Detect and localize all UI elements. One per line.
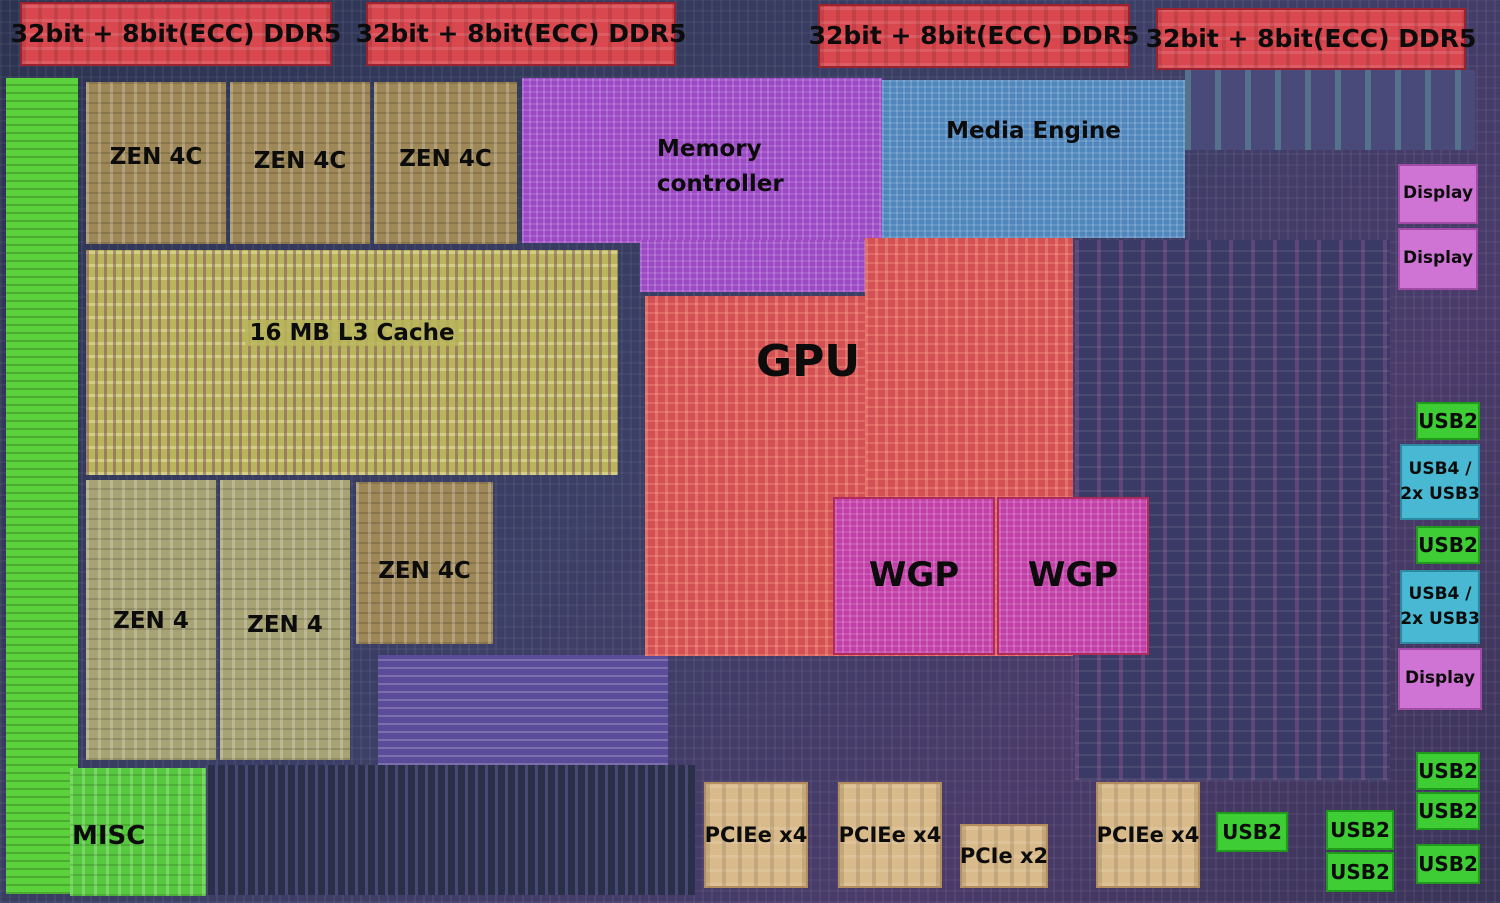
ddr5-label-3: 32bit + 8bit(ECC) DDR5 <box>808 20 1140 50</box>
usb2-port-5: USB2 <box>1416 844 1480 884</box>
pcie-x4-label-3: PCIEe x4 <box>1096 822 1200 847</box>
usb2-label-5: USB2 <box>1418 851 1478 876</box>
fabric-region <box>378 655 668 765</box>
usb2-port-3: USB2 <box>1416 752 1480 790</box>
usb2-port-6: USB2 <box>1326 810 1394 850</box>
zen4-core-2: ZEN 4 <box>220 480 350 760</box>
usb4-port-2: USB4 / 2x USB3 <box>1400 570 1480 644</box>
zen4c-core-3: ZEN 4C <box>374 82 517 244</box>
wgp-2: WGP <box>997 497 1149 655</box>
usb2-label-6: USB2 <box>1330 817 1390 842</box>
usb2-port-4: USB2 <box>1416 792 1480 830</box>
pcie-x2: PCIe x2 <box>960 824 1048 888</box>
zen4c-label-4: ZEN 4C <box>378 558 471 584</box>
pcie-x4-3: PCIEe x4 <box>1096 782 1200 888</box>
ddr5-interface-1: 32bit + 8bit(ECC) DDR5 <box>11 2 341 66</box>
usb4-label-2: USB4 / 2x USB3 <box>1400 583 1480 630</box>
usb2-label-2: USB2 <box>1418 532 1478 557</box>
ddr5-label-2: 32bit + 8bit(ECC) DDR5 <box>355 18 687 48</box>
usb4-port-1: USB4 / 2x USB3 <box>1400 444 1480 520</box>
gpu-block-upper <box>865 238 1073 498</box>
media-engine: Media Engine <box>882 80 1185 238</box>
usb2-label-8: USB2 <box>1222 819 1282 844</box>
usb2-label-4: USB2 <box>1418 798 1478 823</box>
zen4c-core-4: ZEN 4C <box>356 482 493 644</box>
wgp-label-2: WGP <box>1027 555 1119 596</box>
wgp-1: WGP <box>833 497 995 655</box>
pcie-x2-label: PCIe x2 <box>959 843 1049 868</box>
zen4-label-1: ZEN 4 <box>113 608 189 634</box>
top-right-io <box>1185 70 1475 150</box>
memory-controller-lower <box>640 240 865 292</box>
usb2-port-7: USB2 <box>1326 852 1394 892</box>
ddr5-label-4: 32bit + 8bit(ECC) DDR5 <box>1145 23 1477 53</box>
ddr5-label-1: 32bit + 8bit(ECC) DDR5 <box>10 18 342 48</box>
left-io-ring <box>6 78 78 894</box>
zen4c-core-2: ZEN 4C <box>230 82 370 244</box>
memory-controller-label: Memory controller <box>657 136 784 197</box>
zen4-core-1: ZEN 4 <box>86 480 216 760</box>
usb2-label-7: USB2 <box>1330 859 1390 884</box>
ddr5-interface-3: 32bit + 8bit(ECC) DDR5 <box>809 4 1139 68</box>
usb2-label-1: USB2 <box>1418 408 1478 433</box>
media-engine-label: Media Engine <box>946 118 1121 144</box>
display-label-3: Display <box>1404 668 1476 689</box>
pcie-x4-label-1: PCIEe x4 <box>704 822 808 847</box>
misc-label: MISC <box>72 821 146 852</box>
ddr5-interface-2: 32bit + 8bit(ECC) DDR5 <box>356 2 686 66</box>
display-3: Display <box>1398 648 1482 710</box>
usb2-port-2: USB2 <box>1416 526 1480 564</box>
ddr5-interface-4: 32bit + 8bit(ECC) DDR5 <box>1146 8 1476 70</box>
zen4c-label-2: ZEN 4C <box>253 148 347 174</box>
zen4c-label-1: ZEN 4C <box>109 144 203 170</box>
wgp-label-1: WGP <box>868 555 960 596</box>
pcie-x4-2: PCIEe x4 <box>838 782 942 888</box>
gpu-label: GPU <box>756 336 861 387</box>
zen4c-label-3: ZEN 4C <box>399 146 492 172</box>
display-1: Display <box>1398 164 1478 224</box>
display-label-1: Display <box>1402 183 1474 204</box>
misc-block: MISC <box>70 768 206 896</box>
pcie-x4-label-2: PCIEe x4 <box>838 822 942 847</box>
zen4-label-2: ZEN 4 <box>247 612 323 638</box>
usb4-label-1: USB4 / 2x USB3 <box>1400 458 1480 505</box>
display-2: Display <box>1398 228 1478 290</box>
usb2-port-1: USB2 <box>1416 402 1480 440</box>
display-label-2: Display <box>1402 248 1474 269</box>
l3-cache-label: 16 MB L3 Cache <box>245 320 459 347</box>
bottom-io-area <box>205 765 695 895</box>
usb2-label-3: USB2 <box>1418 758 1478 783</box>
right-io-fabric <box>1075 240 1390 780</box>
l3-cache: 16 MB L3 Cache <box>86 250 618 475</box>
pcie-x4-1: PCIEe x4 <box>704 782 808 888</box>
memory-controller <box>522 78 882 243</box>
zen4c-core-1: ZEN 4C <box>86 82 226 244</box>
usb2-port-8: USB2 <box>1216 812 1288 852</box>
